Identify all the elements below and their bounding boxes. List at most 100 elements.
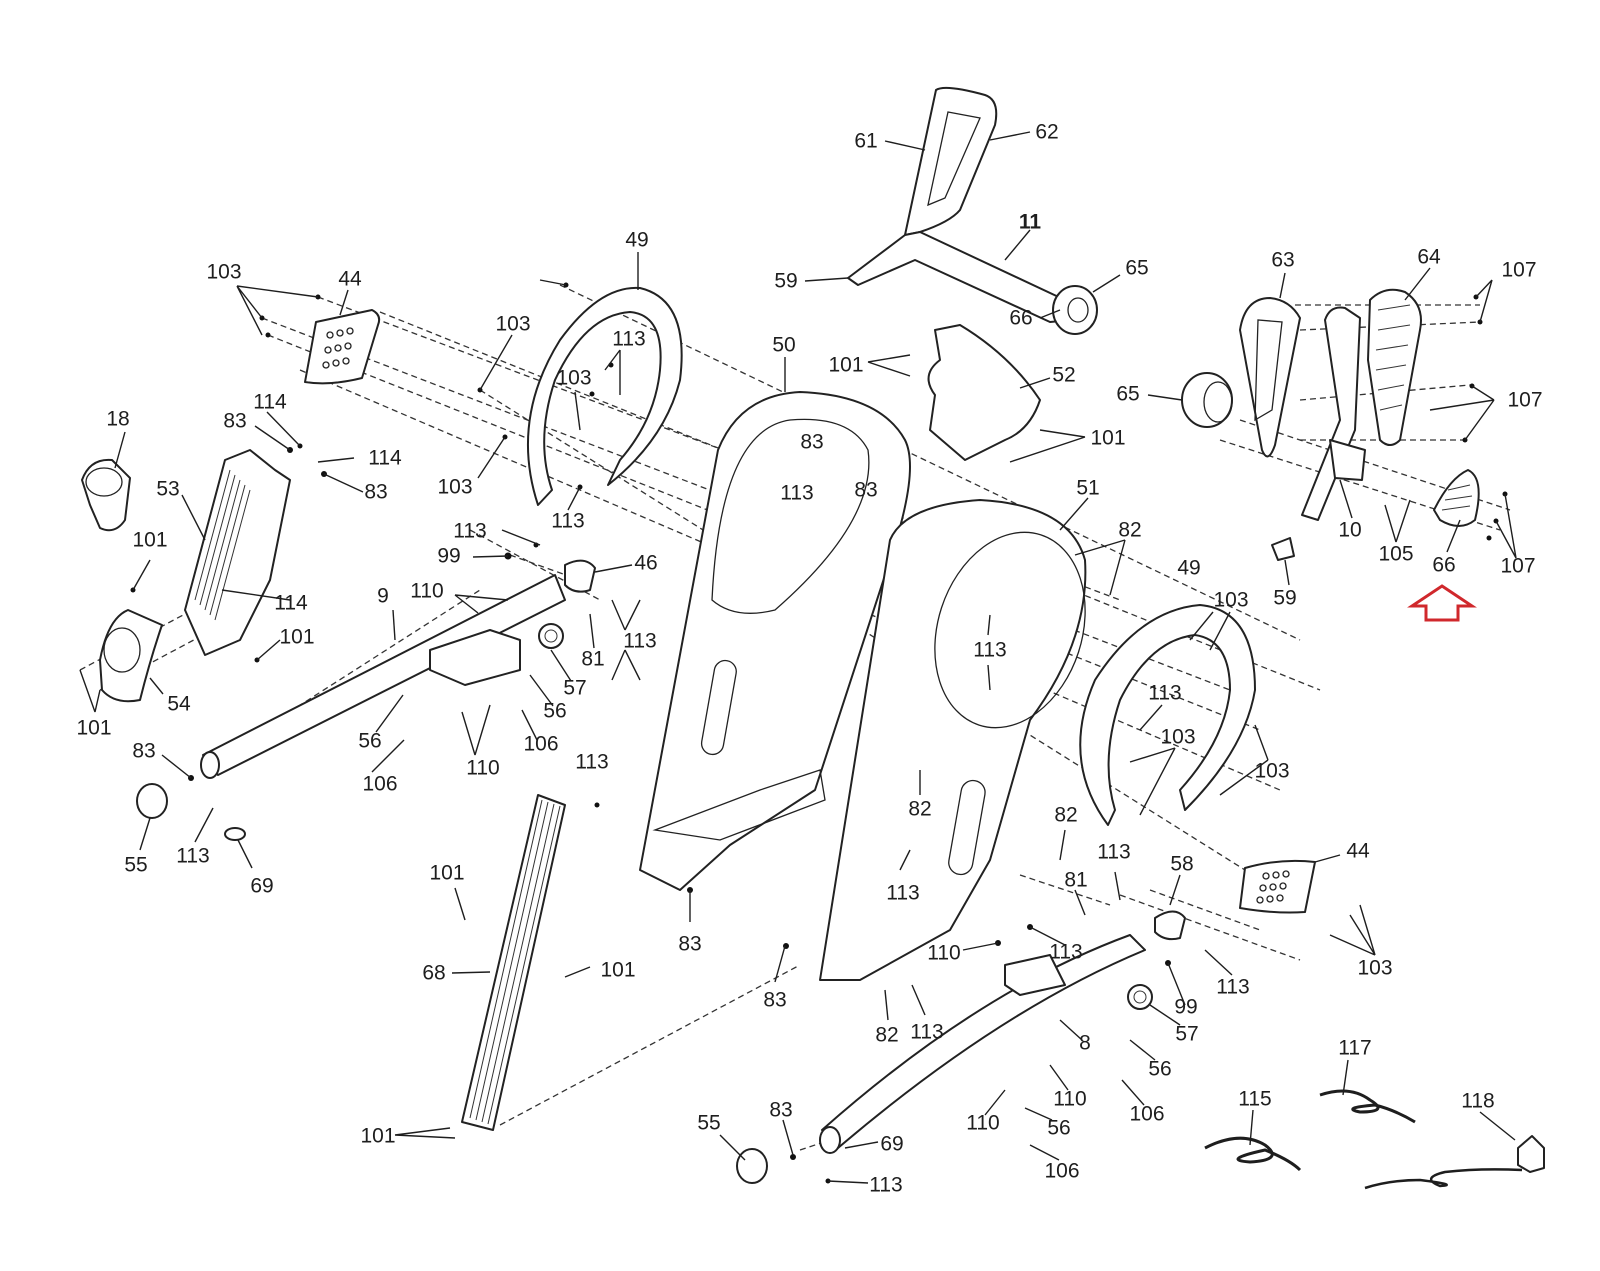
callout-99: 99 bbox=[437, 544, 461, 568]
callout-8: 8 bbox=[1079, 1031, 1091, 1055]
callout-59: 59 bbox=[774, 269, 798, 293]
callout-101: 101 bbox=[828, 353, 864, 377]
callout-106: 106 bbox=[1129, 1102, 1165, 1126]
callout-59: 59 bbox=[1273, 586, 1297, 610]
callout-103: 103 bbox=[206, 260, 242, 284]
highlight-arrow-icon bbox=[1407, 584, 1477, 622]
callout-10: 10 bbox=[1338, 518, 1362, 542]
callout-105: 105 bbox=[1378, 542, 1414, 566]
leader-lines bbox=[79, 131, 1517, 1184]
callout-101: 101 bbox=[76, 716, 112, 740]
callout-69: 69 bbox=[250, 874, 274, 898]
callout-83: 83 bbox=[763, 988, 787, 1012]
callout-114: 114 bbox=[253, 390, 287, 414]
callout-51: 51 bbox=[1076, 476, 1100, 500]
callout-83: 83 bbox=[800, 430, 824, 454]
callout-113: 113 bbox=[1148, 681, 1182, 705]
callout-118: 118 bbox=[1461, 1089, 1495, 1113]
callout-83: 83 bbox=[769, 1098, 793, 1122]
callout-56: 56 bbox=[1047, 1116, 1071, 1140]
part-10-handle-arm-right bbox=[1301, 306, 1366, 521]
callout-110: 110 bbox=[927, 941, 961, 965]
callout-106: 106 bbox=[362, 772, 398, 796]
callout-103: 103 bbox=[556, 366, 592, 390]
part-68-rail bbox=[461, 794, 566, 1131]
callout-18: 18 bbox=[106, 407, 130, 431]
callout-113: 113 bbox=[623, 629, 657, 653]
callout-103: 103 bbox=[495, 312, 531, 336]
callout-113: 113 bbox=[612, 327, 646, 351]
callout-66: 66 bbox=[1009, 306, 1033, 330]
callout-113: 113 bbox=[886, 881, 920, 905]
part-44-plate-left bbox=[304, 309, 381, 385]
callout-44: 44 bbox=[1346, 839, 1370, 863]
part-69-leveler-left bbox=[224, 827, 246, 841]
callout-107: 107 bbox=[1500, 554, 1536, 578]
callout-113: 113 bbox=[453, 519, 487, 543]
callout-44: 44 bbox=[338, 267, 362, 291]
callout-114: 114 bbox=[368, 446, 402, 470]
part-49-ring-right bbox=[1079, 604, 1256, 826]
callout-113: 113 bbox=[575, 750, 609, 774]
callout-103: 103 bbox=[1254, 759, 1290, 783]
callout-101: 101 bbox=[279, 625, 315, 649]
part-44-plate-right bbox=[1239, 859, 1316, 914]
callout-103: 103 bbox=[1357, 956, 1393, 980]
part-11-handle-arm bbox=[847, 86, 1098, 335]
callout-68: 68 bbox=[422, 961, 446, 985]
callout-57: 57 bbox=[1175, 1022, 1199, 1046]
callout-56: 56 bbox=[1148, 1057, 1172, 1081]
callout-64: 64 bbox=[1417, 245, 1441, 269]
callout-53: 53 bbox=[156, 477, 180, 501]
part-18-cup bbox=[81, 458, 131, 532]
part-55-end-cap-right bbox=[736, 1148, 768, 1184]
callout-69: 69 bbox=[880, 1132, 904, 1156]
callout-56: 56 bbox=[543, 699, 567, 723]
callout-107: 107 bbox=[1507, 388, 1543, 412]
part-117-wire-harness bbox=[1319, 1089, 1416, 1124]
part-115-wire-harness bbox=[1204, 1136, 1302, 1172]
callout-82: 82 bbox=[1118, 518, 1142, 542]
callout-56: 56 bbox=[358, 729, 382, 753]
callout-103: 103 bbox=[1160, 725, 1196, 749]
callout-55: 55 bbox=[124, 853, 148, 877]
callout-82: 82 bbox=[1054, 803, 1078, 827]
part-64-handle-cover bbox=[1367, 288, 1422, 446]
part-51-right-shroud bbox=[819, 499, 1087, 981]
callout-66-highlighted: 66 bbox=[1432, 553, 1456, 577]
part-66-end-cap-highlighted bbox=[1433, 469, 1480, 527]
callout-110: 110 bbox=[410, 579, 444, 603]
callout-114: 114 bbox=[274, 591, 308, 615]
callout-101: 101 bbox=[360, 1124, 396, 1148]
part-54-bottle-holder bbox=[99, 609, 163, 703]
callout-81: 81 bbox=[1064, 868, 1088, 892]
callout-82: 82 bbox=[875, 1023, 899, 1047]
callout-110: 110 bbox=[466, 756, 500, 780]
callout-81: 81 bbox=[581, 647, 605, 671]
callout-107: 107 bbox=[1501, 258, 1537, 282]
callout-113: 113 bbox=[176, 844, 210, 868]
callout-83: 83 bbox=[678, 932, 702, 956]
callout-117: 117 bbox=[1338, 1036, 1372, 1060]
callout-65: 65 bbox=[1116, 382, 1140, 406]
callout-9: 9 bbox=[377, 584, 389, 608]
callout-83: 83 bbox=[854, 478, 878, 502]
part-53-side-shroud bbox=[184, 449, 291, 656]
callout-101: 101 bbox=[429, 861, 465, 885]
callout-55: 55 bbox=[697, 1111, 721, 1135]
callout-113: 113 bbox=[1049, 940, 1083, 964]
callout-106: 106 bbox=[523, 732, 559, 756]
callout-65: 65 bbox=[1125, 256, 1149, 280]
callout-58: 58 bbox=[1170, 852, 1194, 876]
callout-57: 57 bbox=[563, 676, 587, 700]
callout-110: 110 bbox=[1053, 1087, 1087, 1111]
callout-101: 101 bbox=[1090, 426, 1126, 450]
callout-101: 101 bbox=[600, 958, 636, 982]
callout-11: 11 bbox=[1018, 210, 1042, 234]
part-55-end-cap-left bbox=[136, 783, 168, 819]
part-52-top-cover bbox=[927, 324, 1041, 461]
callout-101: 101 bbox=[132, 528, 168, 552]
callout-99: 99 bbox=[1174, 995, 1198, 1019]
